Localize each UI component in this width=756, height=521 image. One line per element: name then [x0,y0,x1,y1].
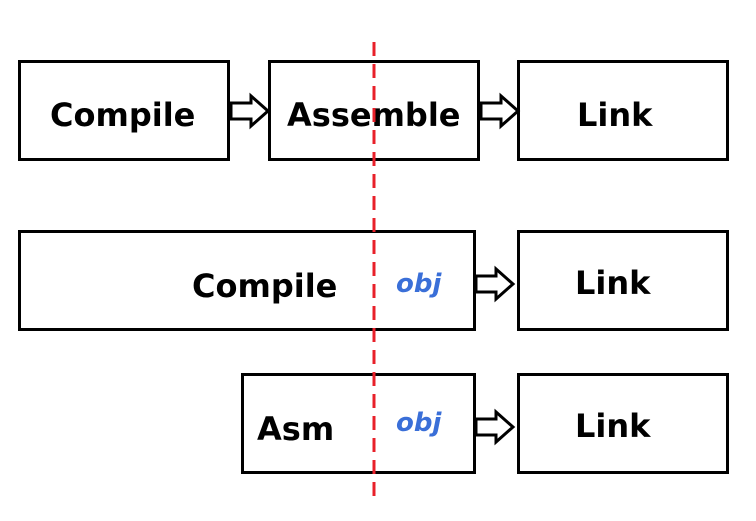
compile-label-row1: Compile [50,96,196,134]
hollow-right-arrow-icon [229,92,271,130]
hollow-right-arrow-icon [479,92,521,130]
obj-label-row2: obj [396,269,442,299]
hollow-right-arrow-icon [474,265,516,303]
link-label-row3: Link [575,407,651,445]
link-box-row1 [517,60,729,161]
compile-box-row1 [18,60,230,161]
link-box-row3 [517,373,729,474]
link-box-row2 [517,230,729,331]
link-label-row1: Link [577,96,653,134]
compile-label-row2: Compile [192,267,338,305]
hollow-right-arrow-icon [474,408,516,446]
obj-label-row3: obj [396,408,442,438]
asm-box-row3 [241,373,476,474]
link-label-row2: Link [575,264,651,302]
asm-label-row3: Asm [257,410,335,448]
compile-box-row2 [18,230,476,331]
